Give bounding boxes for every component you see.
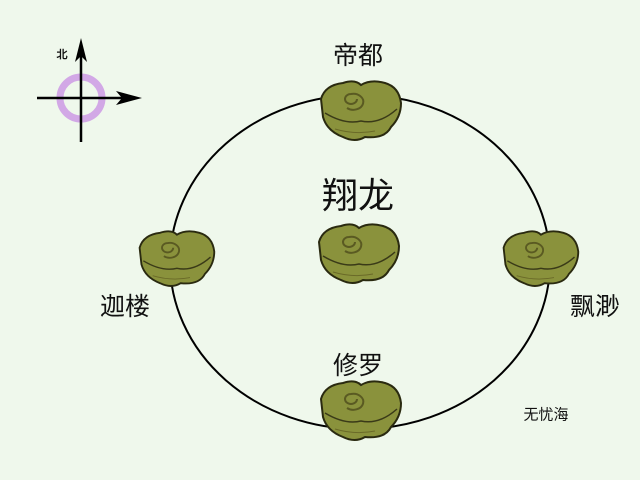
label-piaomiao[interactable]: 飘渺 [569,292,621,321]
island-xiuluo[interactable] [315,377,405,443]
island-didu[interactable] [315,77,405,143]
label-sea: 无忧海 [523,405,569,424]
label-jialou[interactable]: 迦楼 [99,292,151,321]
island-piaomiao[interactable] [498,227,582,289]
label-didu[interactable]: 帝都 [332,41,384,70]
island-xianglong[interactable] [313,220,403,286]
compass-north-label: 北 [56,48,68,61]
island-jialou[interactable] [134,227,218,289]
label-xianglong[interactable]: 翔龙 [321,176,395,217]
label-xiuluo[interactable]: 修罗 [332,351,384,380]
